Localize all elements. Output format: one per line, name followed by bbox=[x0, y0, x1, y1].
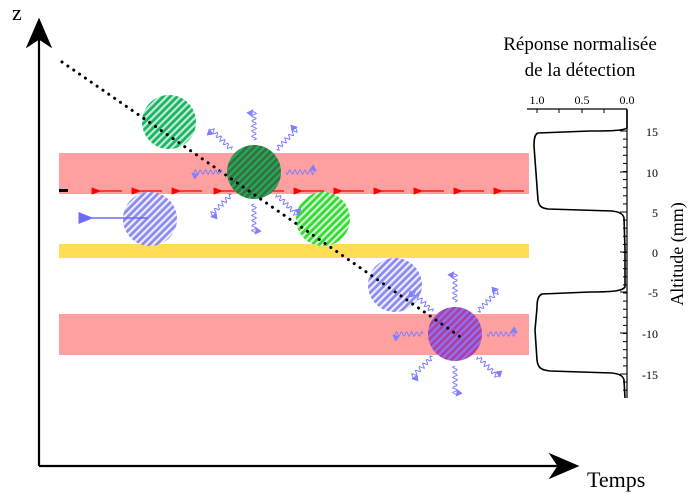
particle-blue-icon bbox=[123, 192, 177, 246]
vertical-axis-label: z bbox=[12, 0, 22, 25]
panel-y-tick-label: 0 bbox=[652, 246, 658, 260]
yellow-band bbox=[59, 244, 529, 258]
beam-source-marker bbox=[59, 189, 68, 192]
panel-y-tick-label: 5 bbox=[652, 206, 658, 220]
photon-wave-arrow-icon bbox=[206, 128, 233, 150]
panel-y-ticks bbox=[620, 130, 627, 391]
photon-wave-arrow-icon bbox=[411, 355, 433, 382]
panel-y-label: Altitude (mm) bbox=[667, 202, 688, 305]
panel-frame bbox=[527, 108, 628, 398]
trajectory-dotted-line bbox=[60, 60, 464, 340]
particle-magenta-icon bbox=[428, 307, 482, 361]
panel-x-tick-label-1: 1.0 bbox=[530, 93, 545, 107]
photon-emission-upper bbox=[191, 109, 317, 235]
photon-wave-arrow-icon bbox=[451, 365, 463, 397]
particle-dark-icon bbox=[227, 145, 281, 199]
photon-wave-arrow-icon bbox=[250, 203, 262, 235]
photon-wave-arrow-icon bbox=[210, 193, 232, 220]
particle-blue-lower-icon bbox=[368, 258, 422, 312]
photon-wave-arrow-icon bbox=[407, 290, 434, 312]
horizontal-axis-label: Temps bbox=[587, 467, 645, 492]
particle-green-icon bbox=[142, 95, 196, 149]
panel-title-line2: de la détection bbox=[525, 60, 636, 81]
photon-wave-arrow-icon bbox=[275, 194, 302, 216]
laser-band-upper bbox=[59, 153, 529, 194]
panel-y-tick-label: -15 bbox=[642, 368, 658, 382]
photon-emission-lower bbox=[392, 271, 518, 397]
photon-wave-arrow-icon bbox=[191, 168, 223, 180]
photon-wave-arrow-icon bbox=[477, 286, 499, 313]
panel-y-tick-label: -5 bbox=[648, 286, 658, 300]
panel-x-tick-label-3: 0.0 bbox=[620, 93, 635, 107]
photon-wave-arrow-icon bbox=[447, 271, 459, 303]
panel-y-tick-label: -10 bbox=[642, 327, 658, 341]
photon-wave-arrow-icon bbox=[392, 330, 424, 342]
panel-title-line1: Réponse normalisée bbox=[503, 34, 657, 55]
panel-x-tick-label-2: 0.5 bbox=[575, 93, 590, 107]
detection-response-curve bbox=[533, 110, 628, 399]
photon-wave-arrow-icon bbox=[285, 164, 317, 176]
panel-y-tick-label: 10 bbox=[646, 166, 658, 180]
photon-wave-arrow-icon bbox=[476, 356, 503, 378]
photon-wave-arrow-icon bbox=[276, 124, 298, 151]
particle-bright-green-icon bbox=[296, 192, 350, 246]
main-axes bbox=[25, 17, 580, 480]
panel-y-tick-labels: 15 10 5 0 -5 -10 -15 bbox=[642, 125, 658, 382]
photon-wave-arrow-icon bbox=[246, 109, 258, 141]
photon-wave-arrow-icon bbox=[486, 326, 518, 338]
panel-y-tick-label: 15 bbox=[646, 125, 658, 139]
